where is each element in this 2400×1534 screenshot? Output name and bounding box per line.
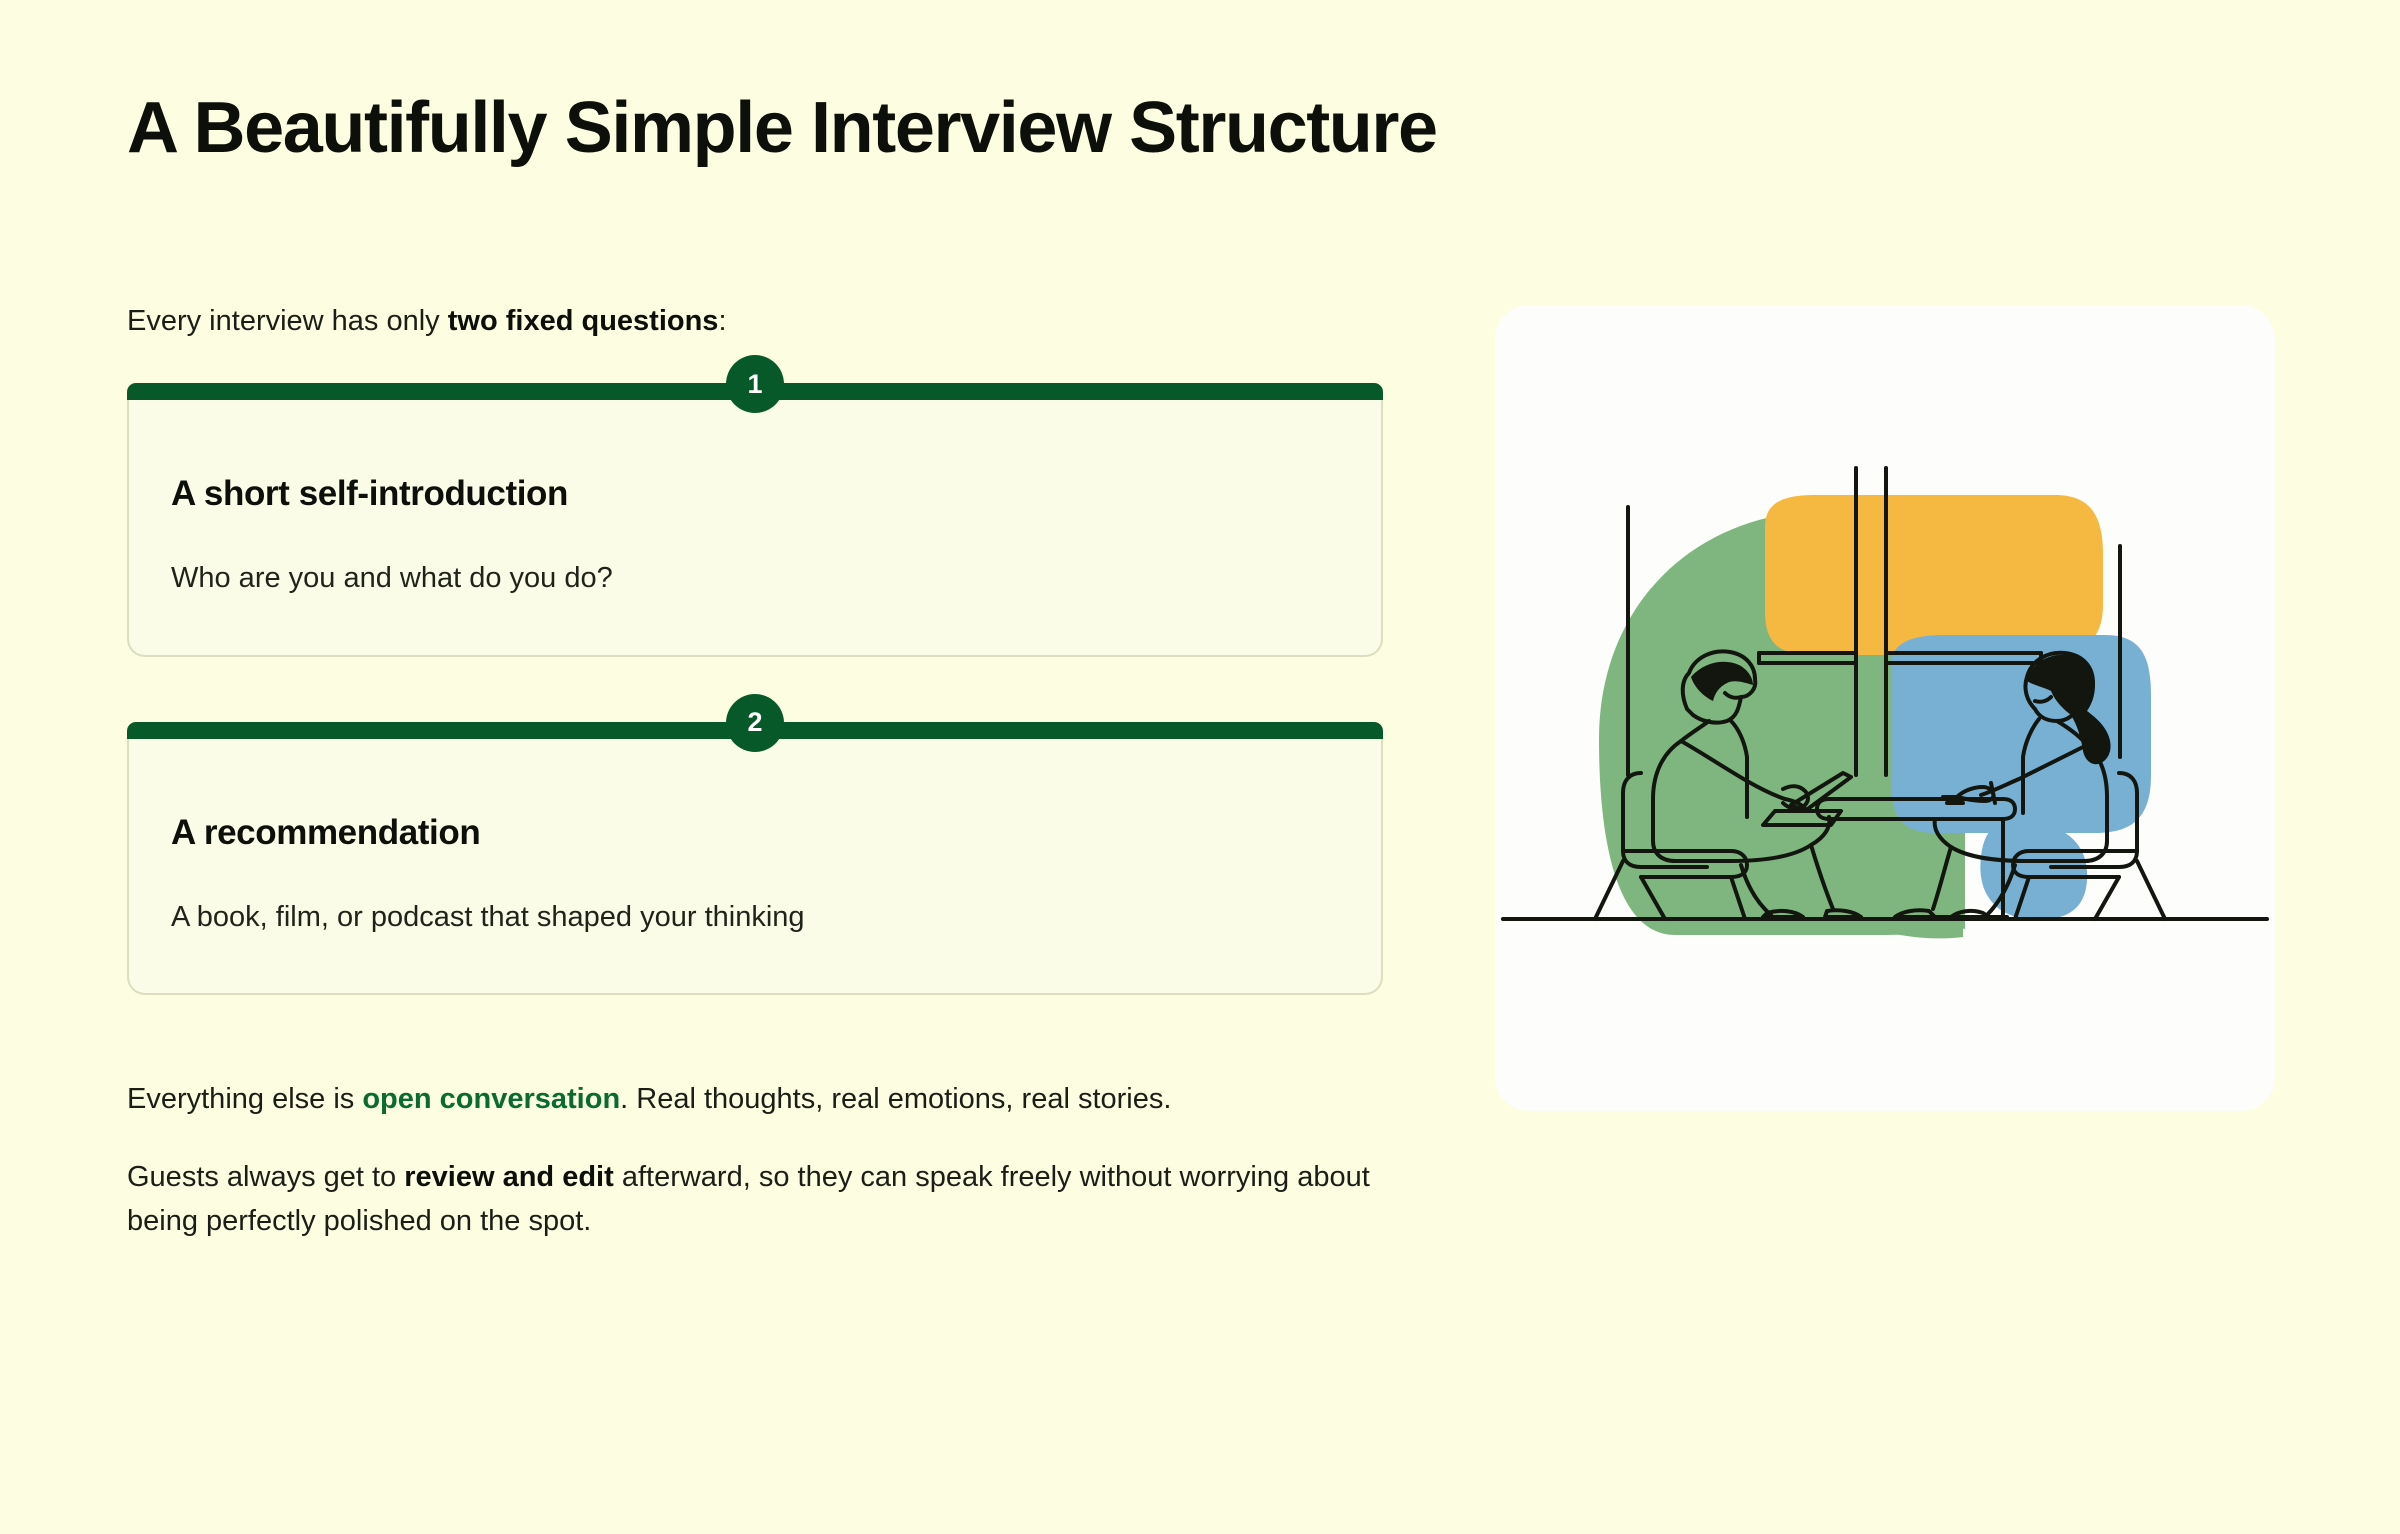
closing-p1-suffix: . Real thoughts, real emotions, real sto… xyxy=(620,1083,1172,1116)
illustration-panel xyxy=(1495,305,2275,1111)
person-left-shirt-front xyxy=(1729,719,1749,819)
intro-line: Every interview has only two fixed quest… xyxy=(127,300,1383,342)
person-left-head xyxy=(1680,649,1758,725)
person-left-hand xyxy=(1781,784,1810,811)
person-left-face-line xyxy=(1723,691,1743,700)
closing-text-block: Everything else is open conversation. Re… xyxy=(127,1077,1397,1243)
orange-blob xyxy=(1765,495,2103,655)
question-card-2-subtitle: A book, film, or podcast that shaped you… xyxy=(171,900,805,933)
person-right-foot2 xyxy=(1949,908,1991,919)
chair-left-leg-back xyxy=(1593,859,1625,921)
question-card-1[interactable]: 1 A short self-introduction Who are you … xyxy=(127,355,1383,657)
laptop-base xyxy=(1761,809,1843,827)
closing-p2-prefix: Guests always get to xyxy=(127,1161,405,1194)
window-frame xyxy=(1757,466,2043,777)
chair-right-leg-front xyxy=(2093,875,2121,921)
question-badge-1: 1 xyxy=(726,355,784,414)
person-left-foot1 xyxy=(1823,908,1863,919)
chair-left-leg-front xyxy=(1639,875,1667,921)
question-card-2-title: A recommendation xyxy=(171,812,481,852)
person-right-torso xyxy=(2023,719,2109,863)
question-card-1-subtitle: Who are you and what do you do? xyxy=(171,562,613,595)
chair-right-leg-l xyxy=(2013,875,2031,921)
person-right-face-line xyxy=(2033,695,2053,704)
illustration-blobs xyxy=(1599,495,2151,939)
person-right-hair xyxy=(2027,654,2111,765)
closing-paragraph-2: Guests always get to review and edit aft… xyxy=(127,1155,1417,1243)
chair-right-leg-back xyxy=(2135,859,2167,921)
person-right-hand-lines xyxy=(1941,795,1965,805)
person-right xyxy=(1893,650,2167,921)
chair-left-seat xyxy=(1621,849,1749,879)
page-title: A Beautifully Simple Interview Structure xyxy=(127,88,1438,168)
person-left-hair xyxy=(1691,661,1753,701)
person-right-shin xyxy=(1931,845,1953,911)
person-left-foot2 xyxy=(1761,908,1805,919)
question-card-2[interactable]: 2 A recommendation A book, film, or podc… xyxy=(127,693,1383,996)
person-right-foot1 xyxy=(1893,908,1937,919)
person-left-arm xyxy=(1679,739,1787,801)
person-left xyxy=(1593,649,1863,921)
blue-blob-small xyxy=(1980,821,2088,920)
left-content-column: Every interview has only two fixed quest… xyxy=(127,300,1383,1243)
closing-paragraph-1: Everything else is open conversation. Re… xyxy=(127,1077,1377,1121)
closing-p1-prefix: Everything else is xyxy=(127,1083,363,1116)
person-left-torso xyxy=(1651,719,1733,863)
interview-illustration-icon xyxy=(1501,466,2269,939)
illustration-linework xyxy=(1501,466,2269,921)
chair-left-leg-r xyxy=(1729,875,1747,921)
intro-emphasis: two fixed questions xyxy=(447,305,719,337)
chair-right-seat xyxy=(2011,849,2139,879)
intro-suffix: : xyxy=(718,305,727,337)
closing-p2-emphasis: review and edit xyxy=(404,1161,614,1194)
question-badge-2: 2 xyxy=(726,693,784,752)
closing-p1-accent: open conversation xyxy=(362,1083,621,1116)
question-card-1-title: A short self-introduction xyxy=(171,474,569,514)
intro-prefix: Every interview has only xyxy=(127,305,448,337)
closing-p2-suffix: afterward, so they can speak freely with… xyxy=(127,1161,1370,1238)
person-right-shirt-front xyxy=(2021,717,2041,815)
person-right-cuff xyxy=(1989,781,1997,805)
person-left-shin xyxy=(1809,843,1835,911)
